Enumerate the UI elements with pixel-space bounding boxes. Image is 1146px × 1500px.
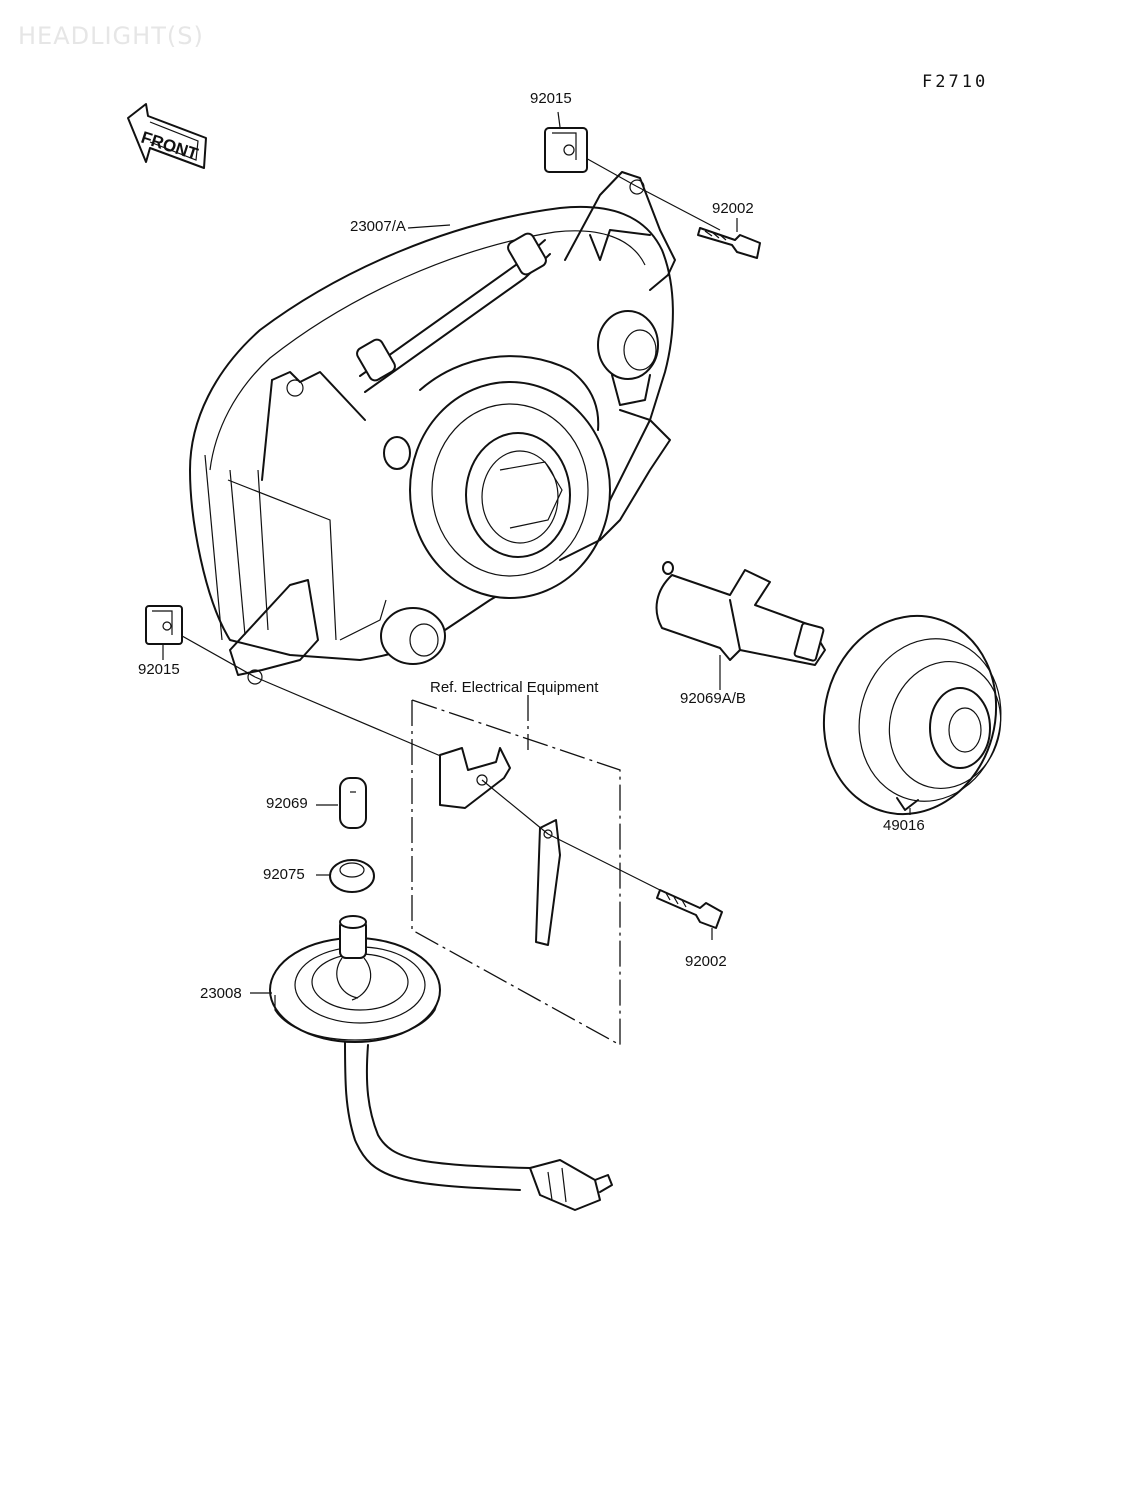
headlight-bulb-92069AB bbox=[655, 561, 826, 690]
callout-92015-left: 92015 bbox=[138, 661, 180, 678]
reference-electrical-equipment-box bbox=[411, 695, 621, 1047]
clip-nut-92015-left bbox=[145, 605, 183, 645]
callout-23007A: 23007/A bbox=[350, 218, 406, 235]
position-bulb-92069 bbox=[316, 777, 367, 829]
callout-23008: 23008 bbox=[200, 985, 242, 1002]
reference-note: Ref. Electrical Equipment bbox=[430, 679, 599, 696]
front-direction-arrow: FRONT bbox=[127, 103, 207, 169]
bulb-socket-23008 bbox=[250, 915, 613, 1211]
page-watermark: HEADLIGHT(S) bbox=[18, 22, 204, 50]
figure-code: F2710 bbox=[922, 72, 989, 92]
callout-92002-top: 92002 bbox=[712, 200, 754, 217]
callout-92069: 92069 bbox=[266, 795, 308, 812]
bolt-92002-top bbox=[697, 227, 761, 259]
bracket-plate bbox=[439, 747, 511, 809]
bolt-92002-bottom bbox=[656, 889, 723, 940]
ground-terminal-strip bbox=[535, 819, 561, 946]
callout-92015-top: 92015 bbox=[530, 90, 572, 107]
callout-92069AB: 92069A/B bbox=[680, 690, 746, 707]
callout-49016: 49016 bbox=[883, 817, 925, 834]
callout-92002-bottom: 92002 bbox=[685, 953, 727, 970]
callout-92075: 92075 bbox=[263, 866, 305, 883]
grommet-92075 bbox=[316, 859, 375, 893]
rubber-dust-cap-49016 bbox=[822, 614, 1002, 816]
headlight-housing bbox=[189, 171, 676, 685]
clip-nut-92015-top bbox=[544, 127, 588, 173]
